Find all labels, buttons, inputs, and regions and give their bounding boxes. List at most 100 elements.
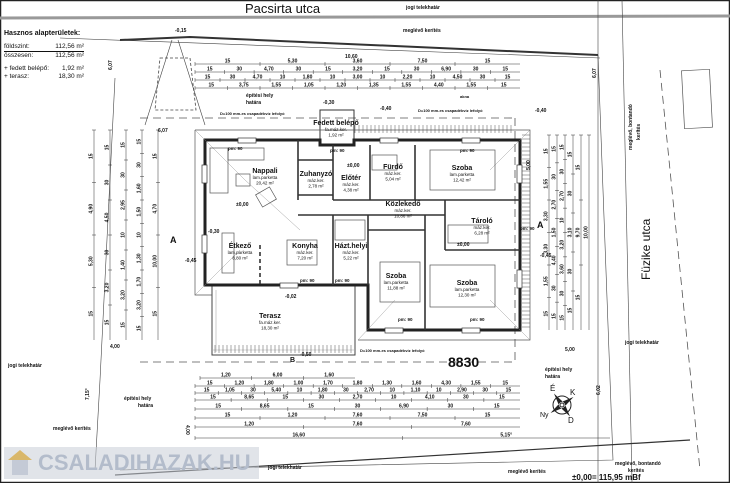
room-floor: máz.ker. [296,250,313,255]
dimension-label: 30 [355,404,361,410]
dimension-label: 15 [499,395,505,401]
room-name: Nappali [252,168,277,175]
dimension-label: 15 [576,295,582,301]
compass-icon: É K D Ny [540,384,576,425]
label-drain-1: D=100 mm-es csapadékvíz lefolyó [220,111,285,116]
dimension-label: 1,35 [369,83,379,89]
terrace-outline [211,284,356,356]
legend-label: + terasz: [4,73,30,80]
label-building-envelope-right-2: határa [545,374,560,380]
dimension-label: 8,65 [244,395,254,401]
label-drain-3: D=100 mm-es csapadékvíz lefolyó [360,348,425,353]
street-name-top: Pacsirta utca [245,1,321,16]
dimension-label: 15 [485,413,491,419]
dimension-label: 30 [463,395,469,401]
plot-boundary-left [94,77,116,471]
room-area: 10,86 m² [394,214,412,219]
dimension-label: 10 [330,75,336,81]
dimension-label: 1,50 [552,227,558,237]
room-floor: lam.parketta [455,287,480,292]
room-name: Szoba [452,165,473,172]
dimension-label: 30 [568,269,574,275]
room-floor: máz.ker. [342,182,359,187]
room-area: 5,22 m² [343,256,359,261]
room-floor: máz.ker. [473,225,490,230]
dimension-label: 15 [105,145,111,151]
dimension-label: 1,60 [324,373,334,379]
dimension-label: 6,00 [273,373,283,379]
dimension-label: 15 [502,67,508,73]
dimension-label: 10,00 [584,226,590,239]
level-mark: -0,02 [285,294,297,300]
dimension-label: 1,80 [264,381,274,387]
dimension-label: 4,70 [153,204,159,214]
dimension-label: 3,60 [560,264,566,274]
compass-east: K [570,388,576,397]
dimension-label: 4,10 [425,395,435,401]
dimension-label: 3,20 [137,300,143,310]
dimension-label: 30 [105,250,111,256]
dimension-label: 15 [494,404,500,410]
dimension-label: 8,65 [260,404,270,410]
label-building-envelope-left: építési hely [124,396,151,402]
dimension-label: 1,80 [318,388,328,394]
section-mark-a-right: A [537,220,544,230]
dimension-label: 7,50 [418,413,428,419]
dimension-label: 3,20 [121,290,127,300]
room-floor: fa.máz.ker. [325,127,347,132]
dimension-label: 10 [137,232,143,238]
dimension-label: 15 [308,404,314,410]
dimension-label: 30 [296,67,302,73]
existing-fence-right [659,69,701,471]
dimension-label: 15 [121,322,127,328]
dim-715: 7,15° [85,388,91,400]
room-area: 5,04 m² [385,177,401,182]
dimension-label: 30 [237,67,243,73]
level-mark: ±0,00 [236,202,249,208]
dimension-label: 2,70 [560,191,566,201]
dimension-label: 1,20 [234,381,244,387]
dimension-label: 1,05 [304,83,314,89]
level-mark: ±0,00 [347,163,360,169]
watermark-text: CSALADIHAZAK.HU [38,450,251,475]
existing-fence-top [119,35,599,56]
car-icon [154,57,197,111]
dimension-label: 15 [552,313,558,319]
outbuilding [681,68,713,130]
dimension-label: 15 [105,320,111,326]
dimension-label: 15 [568,308,574,314]
room-floor: máz.ker. [307,178,324,183]
room-name: Terasz [259,313,281,320]
dimension-label: 1,55 [544,276,550,286]
parapet-height-label: pm: 90 [470,317,485,322]
dimension-label: 10 [560,217,566,223]
dimension-label: 5,40 [271,388,281,394]
parapet-height-label: pm: 90 [520,226,535,231]
room-area: 2,78 m² [308,184,324,189]
room-name: Házt.helyi [335,243,368,250]
dimension-label: 4,50 [105,212,111,222]
elevation-reference: ±0,00= 115,95 mBf [572,473,641,482]
dimension-label: 10,00 [153,255,159,268]
street-name-right: Füzike utca [639,218,653,280]
room-area: 8,80 m² [232,256,248,261]
label-fence-to-demolish: meglévő, bontandó [615,461,661,467]
room-name: Szoba [457,280,478,287]
compass-south: D [568,416,574,425]
room-floor: lam.parketta [384,280,409,285]
dimension-label: 1,55 [401,83,411,89]
room-area: 6,28 m² [474,231,490,236]
legend-value: 112,56 m² [55,43,84,50]
dimension-label: 16,60 [292,433,305,439]
dim-607-topleft: 6,07 [108,60,114,70]
level-mark: -0,50 [300,352,312,358]
label-drain-2: D=100 mm-es csapadékvíz lefolyó [418,108,483,113]
dimension-label: 3,30 [544,244,550,254]
room-name: Étkező [229,241,252,250]
label-legal-boundary-bottom: jogi telekhatár [267,465,302,471]
room-area: 20,42 m² [256,181,274,186]
house-plan [194,109,531,356]
